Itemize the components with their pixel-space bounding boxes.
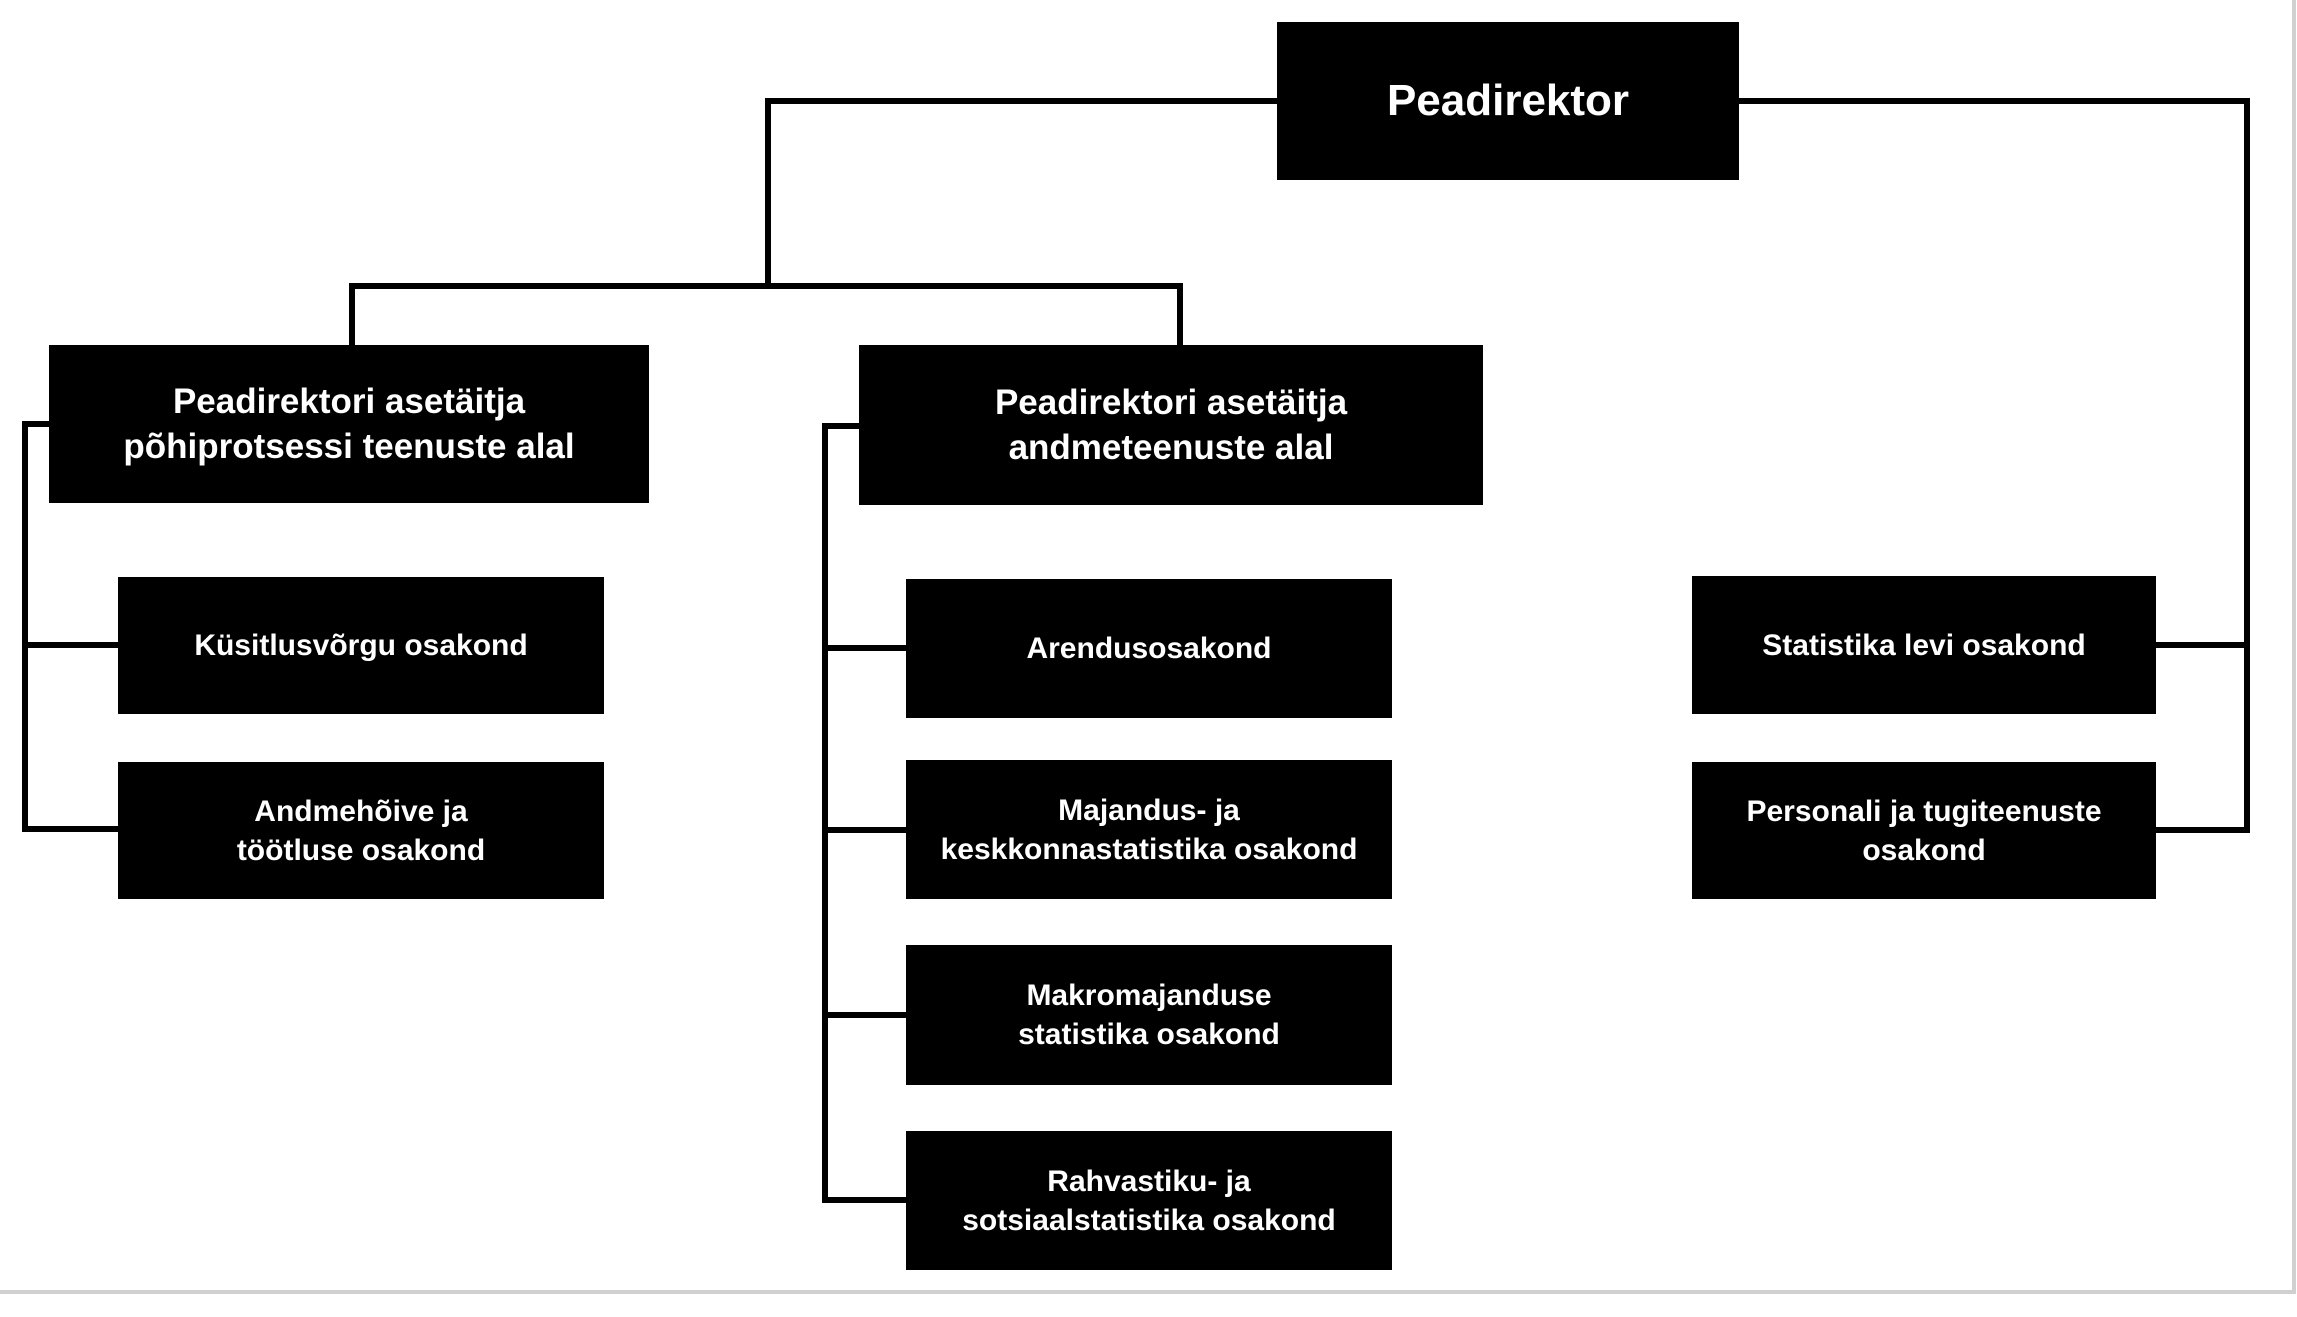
org-node-deputy-core-process-services: Peadirektori asetäitja põhiprotsessi tee…	[49, 345, 649, 503]
connector-middle-branch-trunk	[822, 423, 828, 1203]
org-node-kysitlusvorgu-osakond: Küsitlusvõrgu osakond	[118, 577, 604, 714]
connector-drop-to-data-deputy	[1177, 283, 1183, 347]
org-node-peadirektor: Peadirektor	[1277, 22, 1739, 180]
connector-director-to-left-bus	[765, 98, 1277, 104]
connector-director-to-right-trunk	[1739, 98, 2250, 104]
org-node-majandus-keskkonnastatistika-osakond: Majandus- ja keskkonnastatistika osakond	[906, 760, 1392, 899]
org-node-rahvastiku-sotsiaalstatistika-osakond: Rahvastiku- ja sotsiaalstatistika osakon…	[906, 1131, 1392, 1270]
org-node-andmehoive-ja-tootluse-osakond: Andmehõive ja töötluse osakond	[118, 762, 604, 899]
connector-stub-core-deputy	[22, 421, 49, 427]
connector-stub-data-deputy	[822, 423, 859, 429]
connector-left-branch-trunk	[22, 421, 28, 832]
connector-stub-rahvastik	[822, 1197, 906, 1203]
page-bottom-border	[0, 1290, 2296, 1294]
connector-stub-makromajandus	[822, 1012, 906, 1018]
connector-stub-statistika-levi	[2156, 642, 2244, 648]
connector-right-branch-trunk	[2244, 98, 2250, 833]
org-node-personali-tugiteenuste-osakond: Personali ja tugiteenuste osakond	[1692, 762, 2156, 899]
connector-stub-andmehoive	[22, 826, 118, 832]
connector-left-bus-drop	[765, 98, 771, 289]
connector-stub-arendus	[822, 645, 906, 651]
connector-drop-to-core-deputy	[349, 283, 355, 347]
page-right-border	[2292, 0, 2296, 1294]
org-node-makromajanduse-statistika-osakond: Makromajanduse statistika osakond	[906, 945, 1392, 1085]
org-node-deputy-data-services: Peadirektori asetäitja andmeteenuste ala…	[859, 345, 1483, 505]
connector-stub-personali	[2156, 827, 2250, 833]
org-node-statistika-levi-osakond: Statistika levi osakond	[1692, 576, 2156, 714]
org-node-arendusosakond: Arendusosakond	[906, 579, 1392, 718]
connector-deputies-bus	[349, 283, 1183, 289]
connector-stub-kysitlusvorgu	[22, 642, 118, 648]
connector-stub-majandus	[822, 827, 906, 833]
